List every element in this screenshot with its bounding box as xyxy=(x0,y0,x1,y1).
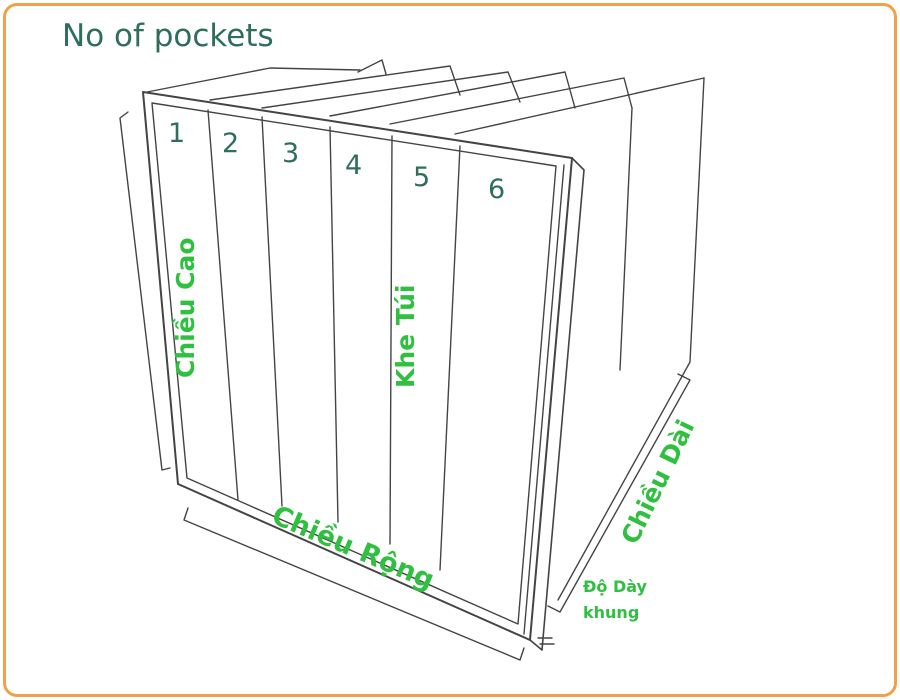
frame-thickness-label-line2: khung xyxy=(583,603,639,622)
length-label: Chiều Dài xyxy=(615,415,700,548)
frame-thickness-side xyxy=(529,157,585,651)
pocket-back-edge xyxy=(557,77,705,601)
pocket-top-6 xyxy=(454,77,705,135)
pocket-number-4: 4 xyxy=(345,150,362,181)
outer-border xyxy=(3,3,897,697)
height-label: Chiều Cao xyxy=(171,237,200,378)
pocket-number-2: 2 xyxy=(222,128,239,159)
height-dimension-line xyxy=(119,111,171,471)
pocket-top-2 xyxy=(209,65,461,101)
depth-dimension-line xyxy=(547,373,691,613)
pocket-top-4 xyxy=(329,71,576,117)
front-frame-inner xyxy=(151,102,557,625)
frame-thickness-label-line1: Độ Dày xyxy=(583,577,648,596)
pocket-divider-1 xyxy=(207,109,239,501)
width-label: Chiều Rộng xyxy=(267,500,438,596)
pocket-top-3 xyxy=(261,71,521,109)
pocket-divider-3 xyxy=(329,126,339,523)
pocket-number-1: 1 xyxy=(168,118,185,149)
pocket-gap-label: Khe Túi xyxy=(391,284,420,388)
frame-thickness-mid xyxy=(523,164,565,635)
pocket-divider-2 xyxy=(261,116,283,507)
pocket-number-6: 6 xyxy=(488,174,505,205)
width-dimension-line xyxy=(183,507,525,661)
pocket-divider-5 xyxy=(439,145,461,571)
pocket-number-5: 5 xyxy=(413,162,430,193)
pocket-side-edge xyxy=(619,107,633,371)
top-dimension-mark xyxy=(357,59,387,75)
pocket-top-1 xyxy=(146,67,361,93)
pocket-number-3: 3 xyxy=(282,138,299,169)
frame-thickness-dimension xyxy=(537,637,555,645)
pocket-divider-4 xyxy=(389,135,393,545)
diagram-title: No of pockets xyxy=(62,18,274,54)
pocket-top-5 xyxy=(389,77,633,125)
